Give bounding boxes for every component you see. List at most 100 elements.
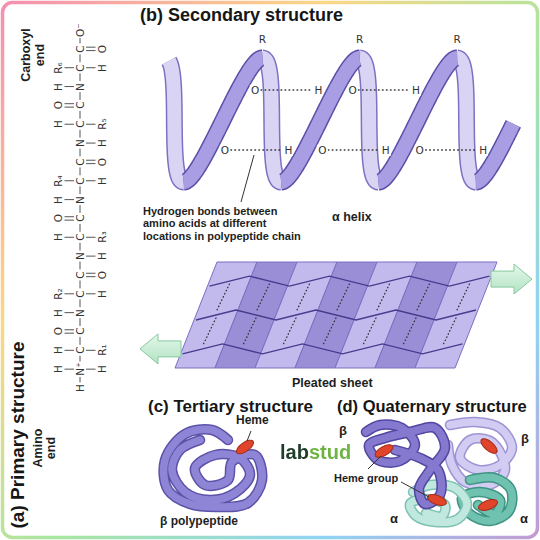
ribbon-edge [262, 58, 281, 182]
panel-heading: (b) Secondary structure [140, 5, 343, 26]
chemical-bond [86, 124, 96, 125]
atom-symbol: R₆ [53, 61, 64, 75]
atom-symbol: R₅ [97, 117, 108, 131]
atom-symbol: N [75, 82, 86, 92]
atom-symbol: C [75, 289, 86, 298]
atom-symbol: R₃ [97, 231, 108, 245]
peptide-chain [65, 38, 96, 383]
ribbon-edge [169, 61, 184, 182]
atom-symbol: O [250, 85, 260, 96]
chemical-bond [80, 318, 81, 326]
atom-symbol: H [97, 176, 108, 186]
tertiary-globule [164, 429, 263, 507]
chemical-bond [65, 86, 75, 87]
helix-front [184, 58, 514, 182]
structure-label: Pleated sheet [292, 376, 373, 390]
hydrogen-bond [231, 149, 282, 151]
chemical-bond [80, 130, 81, 138]
chemical-bond [86, 180, 96, 181]
atom-symbol: H [314, 85, 324, 96]
pleated-sheet [140, 262, 532, 368]
atom-symbol: R₄ [53, 174, 64, 188]
chemical-bond [65, 237, 75, 238]
panel-heading: (a) Primary structure [7, 342, 29, 529]
chemical-bond [65, 329, 75, 330]
tube-edge [164, 429, 263, 507]
chemical-bond [65, 67, 75, 68]
ribbon-edge [360, 58, 379, 182]
atom-symbol: C [75, 214, 86, 223]
ribbon-edge [281, 58, 360, 182]
atom-symbol: N [75, 251, 86, 261]
atom-symbol: H [97, 63, 108, 73]
chemical-bond [80, 167, 81, 175]
leader-line [368, 456, 381, 469]
chemical-bond [86, 256, 96, 257]
atom-symbol: H [53, 345, 64, 355]
atom-symbol: C [75, 157, 86, 166]
leader-line [247, 431, 251, 441]
atom-symbol: H [97, 251, 108, 261]
chemical-bond [65, 216, 75, 217]
hydrogen-bond [376, 284, 389, 312]
atom-symbol: H [53, 364, 64, 374]
hydrogen-bond [296, 284, 309, 312]
ribbon-edge [457, 58, 476, 182]
picture-frame [3, 3, 538, 538]
panel-heading: (d) Quaternary structure [337, 397, 527, 416]
atom-symbol: H [53, 82, 64, 92]
ribbon-face [360, 58, 379, 182]
chemical-bond [86, 163, 96, 164]
callout-label: Heme [236, 414, 269, 428]
hydrogen-bond [216, 284, 229, 312]
chemical-bond [65, 312, 75, 313]
atom-symbol: O [415, 145, 425, 156]
hydrogen-bond [203, 318, 216, 346]
chain-end-label: Carboxyl end [20, 24, 48, 86]
subunit-label: α [520, 512, 528, 527]
atom-symbol: R [453, 34, 462, 45]
atom-symbol: C [75, 233, 86, 242]
chemical-bond [80, 205, 81, 213]
hydrogen-bond [336, 284, 349, 312]
atom-symbol: O [53, 213, 64, 223]
hydrogen-bond [403, 318, 416, 346]
atom-symbol: H [53, 308, 64, 318]
hydrogen-bond [243, 318, 256, 346]
chemical-bond [80, 73, 81, 81]
leader-line [401, 482, 429, 497]
chemical-bond [86, 160, 96, 161]
atom-symbol: R₂ [53, 287, 64, 301]
ribbon-face [281, 58, 360, 182]
atom-symbol: O [53, 326, 64, 336]
hydrogen-bonds [231, 90, 477, 150]
chemical-bond [65, 124, 75, 125]
atom-symbol: R [355, 34, 364, 45]
chemical-bond [80, 54, 81, 62]
chemical-bond [86, 293, 96, 294]
atom-symbol: C [75, 346, 86, 355]
beta-polypeptide-tube [164, 429, 263, 507]
atom-symbol: C [75, 327, 86, 336]
hydrogen-bond [426, 149, 477, 151]
atom-symbol: H [478, 145, 488, 156]
chemical-bond [65, 199, 75, 200]
atom-symbol: O [347, 85, 357, 96]
ribbon-face [457, 58, 476, 182]
strand-direction-arrow [491, 264, 532, 294]
subunit-label: β [339, 424, 347, 439]
chemical-bond [86, 143, 96, 144]
atom-symbol: H [53, 232, 64, 242]
heme-disc [478, 436, 499, 456]
atom-symbol: R₁ [97, 344, 108, 358]
chemical-bond [80, 149, 81, 157]
hydrogen-bond [443, 318, 456, 346]
hydrogen-bond [456, 284, 469, 312]
hydrogen-bond [283, 318, 296, 346]
hydrogen-bond [323, 318, 336, 346]
hydrogen-bond [363, 318, 376, 346]
chemical-bond [65, 180, 75, 181]
chemical-bond [65, 369, 75, 370]
